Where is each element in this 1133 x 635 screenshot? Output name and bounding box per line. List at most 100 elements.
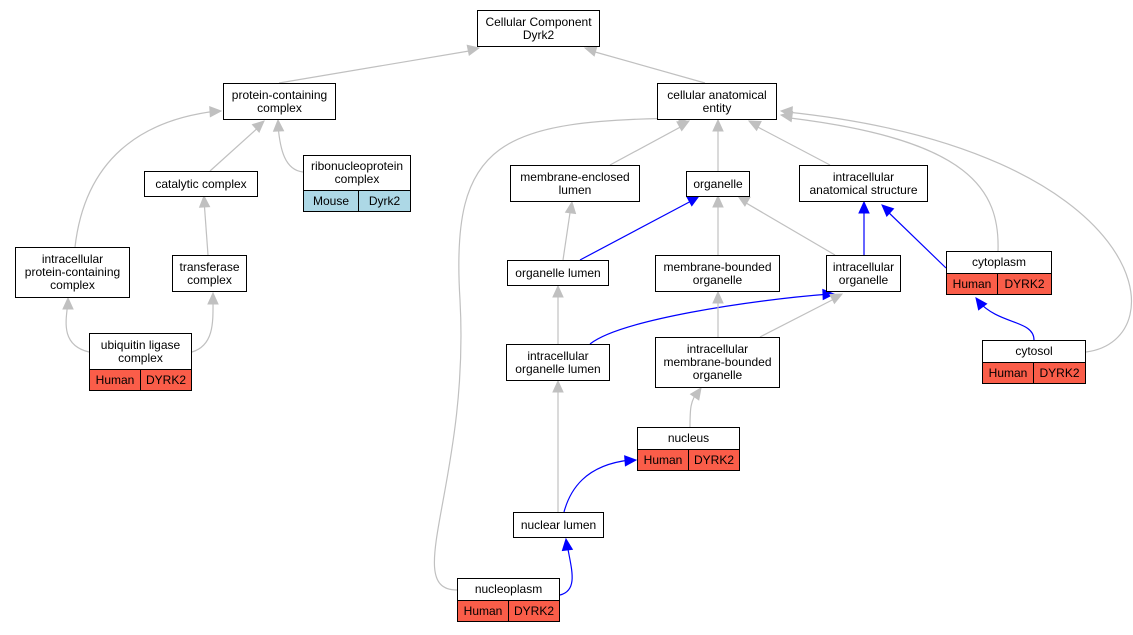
edge-pcc-to-root-arrowhead <box>466 44 481 56</box>
edge-nucleus-to-imbo-arrowhead <box>689 387 702 401</box>
node-label: intracellular protein-containing complex <box>24 252 121 292</box>
edge-nl-to-nucleus <box>563 459 631 513</box>
node-label: transferase complex <box>179 259 240 287</box>
edge-ubiquitin-to-ipcc-arrowhead <box>62 296 74 310</box>
edge-transferase-to-catalytic-arrowhead <box>198 194 211 208</box>
edge-ol-to-mel-arrowhead <box>564 200 577 215</box>
node-ubiquitin-ligase-complex[interactable]: ubiquitin ligase complex Human DYRK2 <box>89 333 192 391</box>
node-ribonucleoprotein-complex[interactable]: ribonucleoprotein complex Mouse Dyrk2 <box>303 155 411 212</box>
node-cellular-component-dyrk2[interactable]: Cellular Component Dyrk2 <box>477 10 600 47</box>
edge-ias-to-cae-arrowhead <box>747 120 762 132</box>
node-label: Cellular Component Dyrk2 <box>485 14 592 42</box>
node-membrane-bounded-organelle[interactable]: membrane-bounded organelle <box>655 255 780 292</box>
edge-cytosol-to-cae-arrowhead <box>779 106 793 118</box>
node-cellular-anatomical-entity[interactable]: cellular anatomical entity <box>657 83 777 120</box>
node-nucleoplasm[interactable]: nucleoplasm Human DYRK2 <box>457 578 560 622</box>
edge-ol-to-organelle <box>579 198 696 261</box>
edge-ribo-to-pcc <box>277 124 304 173</box>
edge-imbo-to-mbo-arrowhead <box>712 290 724 304</box>
annotation-row: Human DYRK2 <box>638 449 739 470</box>
edge-catalytic-to-pcc-arrowhead <box>251 120 265 133</box>
species-cell: Human <box>643 452 683 467</box>
edge-iol-to-ol-arrowhead <box>552 284 564 298</box>
edge-cytosol-to-cytoplasm <box>978 301 1035 341</box>
edge-io-to-ias-arrowhead <box>858 200 870 214</box>
node-label: nucleus <box>667 431 710 445</box>
annotation-row: Mouse Dyrk2 <box>304 190 410 211</box>
node-cytosol[interactable]: cytosol Human DYRK2 <box>982 340 1086 384</box>
annotation-row: Human DYRK2 <box>983 362 1085 383</box>
annotation-row: Human DYRK2 <box>458 600 559 621</box>
node-label: intracellular anatomical structure <box>809 169 918 197</box>
node-intracellular-anatomical-structure[interactable]: intracellular anatomical structure <box>799 165 928 202</box>
species-cell: Human <box>95 372 135 387</box>
edge-cytosol-to-cytoplasm-arrowhead <box>975 297 988 311</box>
node-label: nuclear lumen <box>520 517 597 532</box>
species-cell: Human <box>463 603 503 618</box>
node-label: ribonucleoprotein complex <box>310 159 404 186</box>
node-intracellular-protein-containing-complex[interactable]: intracellular protein-containing complex <box>15 247 130 298</box>
edge-cytoplasm-to-cae <box>789 117 999 252</box>
node-transferase-complex[interactable]: transferase complex <box>172 255 247 292</box>
node-nucleus[interactable]: nucleus Human DYRK2 <box>637 427 740 471</box>
node-intracellular-membrane-bounded-organelle[interactable]: intracellular membrane-bounded organelle <box>655 337 780 388</box>
node-label: membrane-enclosed lumen <box>520 169 630 197</box>
node-membrane-enclosed-lumen[interactable]: membrane-enclosed lumen <box>510 165 640 202</box>
annotation-row: Human DYRK2 <box>947 273 1051 294</box>
node-label: catalytic complex <box>155 176 247 191</box>
gene-cell: Dyrk2 <box>358 191 410 211</box>
node-nuclear-lumen[interactable]: nuclear lumen <box>513 512 604 538</box>
edge-mbo-to-organelle-arrowhead <box>712 194 724 208</box>
edge-ribo-to-pcc-arrowhead <box>272 118 285 132</box>
node-label: ubiquitin ligase complex <box>100 337 181 365</box>
node-label: cellular anatomical entity <box>667 87 767 115</box>
node-label: membrane-bounded organelle <box>663 259 772 287</box>
edge-mel-to-cae <box>609 123 687 166</box>
node-organelle[interactable]: organelle <box>686 171 750 197</box>
edge-pcc-to-root <box>278 49 476 84</box>
node-label: cytoplasm <box>971 255 1027 269</box>
gene-cell: DYRK2 <box>997 274 1051 294</box>
edge-transferase-to-catalytic <box>203 199 209 256</box>
annotation-row: Human DYRK2 <box>90 369 191 390</box>
node-intracellular-organelle[interactable]: intracellular organelle <box>826 255 901 292</box>
node-label: intracellular organelle lumen <box>515 348 601 376</box>
edge-ipcc-to-pcc-arrowhead <box>209 105 223 118</box>
node-label: organelle lumen <box>515 265 601 280</box>
edge-iol-to-io <box>589 293 831 345</box>
node-intracellular-organelle-lumen[interactable]: intracellular organelle lumen <box>506 344 610 381</box>
edge-ipcc-to-pcc <box>74 110 218 248</box>
edge-imbo-to-io-arrowhead <box>829 293 844 305</box>
node-catalytic-complex[interactable]: catalytic complex <box>144 171 258 197</box>
edge-imbo-to-io <box>759 296 839 338</box>
node-label: organelle <box>693 176 743 191</box>
node-label: nucleoplasm <box>474 582 543 596</box>
edge-nucleoplasm-to-nl-arrowhead <box>561 537 574 552</box>
node-protein-containing-complex[interactable]: protein-containing complex <box>223 83 336 120</box>
edge-cae-to-root <box>587 49 706 84</box>
node-label: protein-containing complex <box>231 87 328 115</box>
edge-cae-to-root-arrowhead <box>583 45 598 57</box>
species-cell: Human <box>952 276 992 291</box>
edge-nucleoplasm-to-cae <box>433 117 687 591</box>
edge-ol-to-organelle-arrowhead <box>686 195 701 207</box>
edge-nl-to-iol-arrowhead <box>552 379 564 393</box>
gene-cell: DYRK2 <box>1033 363 1085 383</box>
node-label: intracellular membrane-bounded organelle <box>663 342 772 382</box>
edge-ubiquitin-to-transferase <box>191 296 214 353</box>
edge-cytosol-to-cae <box>786 111 1133 353</box>
edge-cytoplasm-to-ias <box>884 208 947 269</box>
node-organelle-lumen[interactable]: organelle lumen <box>507 260 609 286</box>
gene-cell: DYRK2 <box>508 601 559 621</box>
species-cell: Mouse <box>312 193 350 208</box>
edge-organelle-to-cae-arrowhead <box>712 118 724 132</box>
edge-ol-to-mel <box>562 205 572 261</box>
species-cell: Human <box>988 365 1028 380</box>
node-label: intracellular organelle <box>832 259 895 287</box>
edge-ubiquitin-to-transferase-arrowhead <box>207 291 219 305</box>
node-cytoplasm[interactable]: cytoplasm Human DYRK2 <box>946 251 1052 295</box>
gene-cell: DYRK2 <box>688 450 739 470</box>
node-label: cytosol <box>1015 344 1053 358</box>
